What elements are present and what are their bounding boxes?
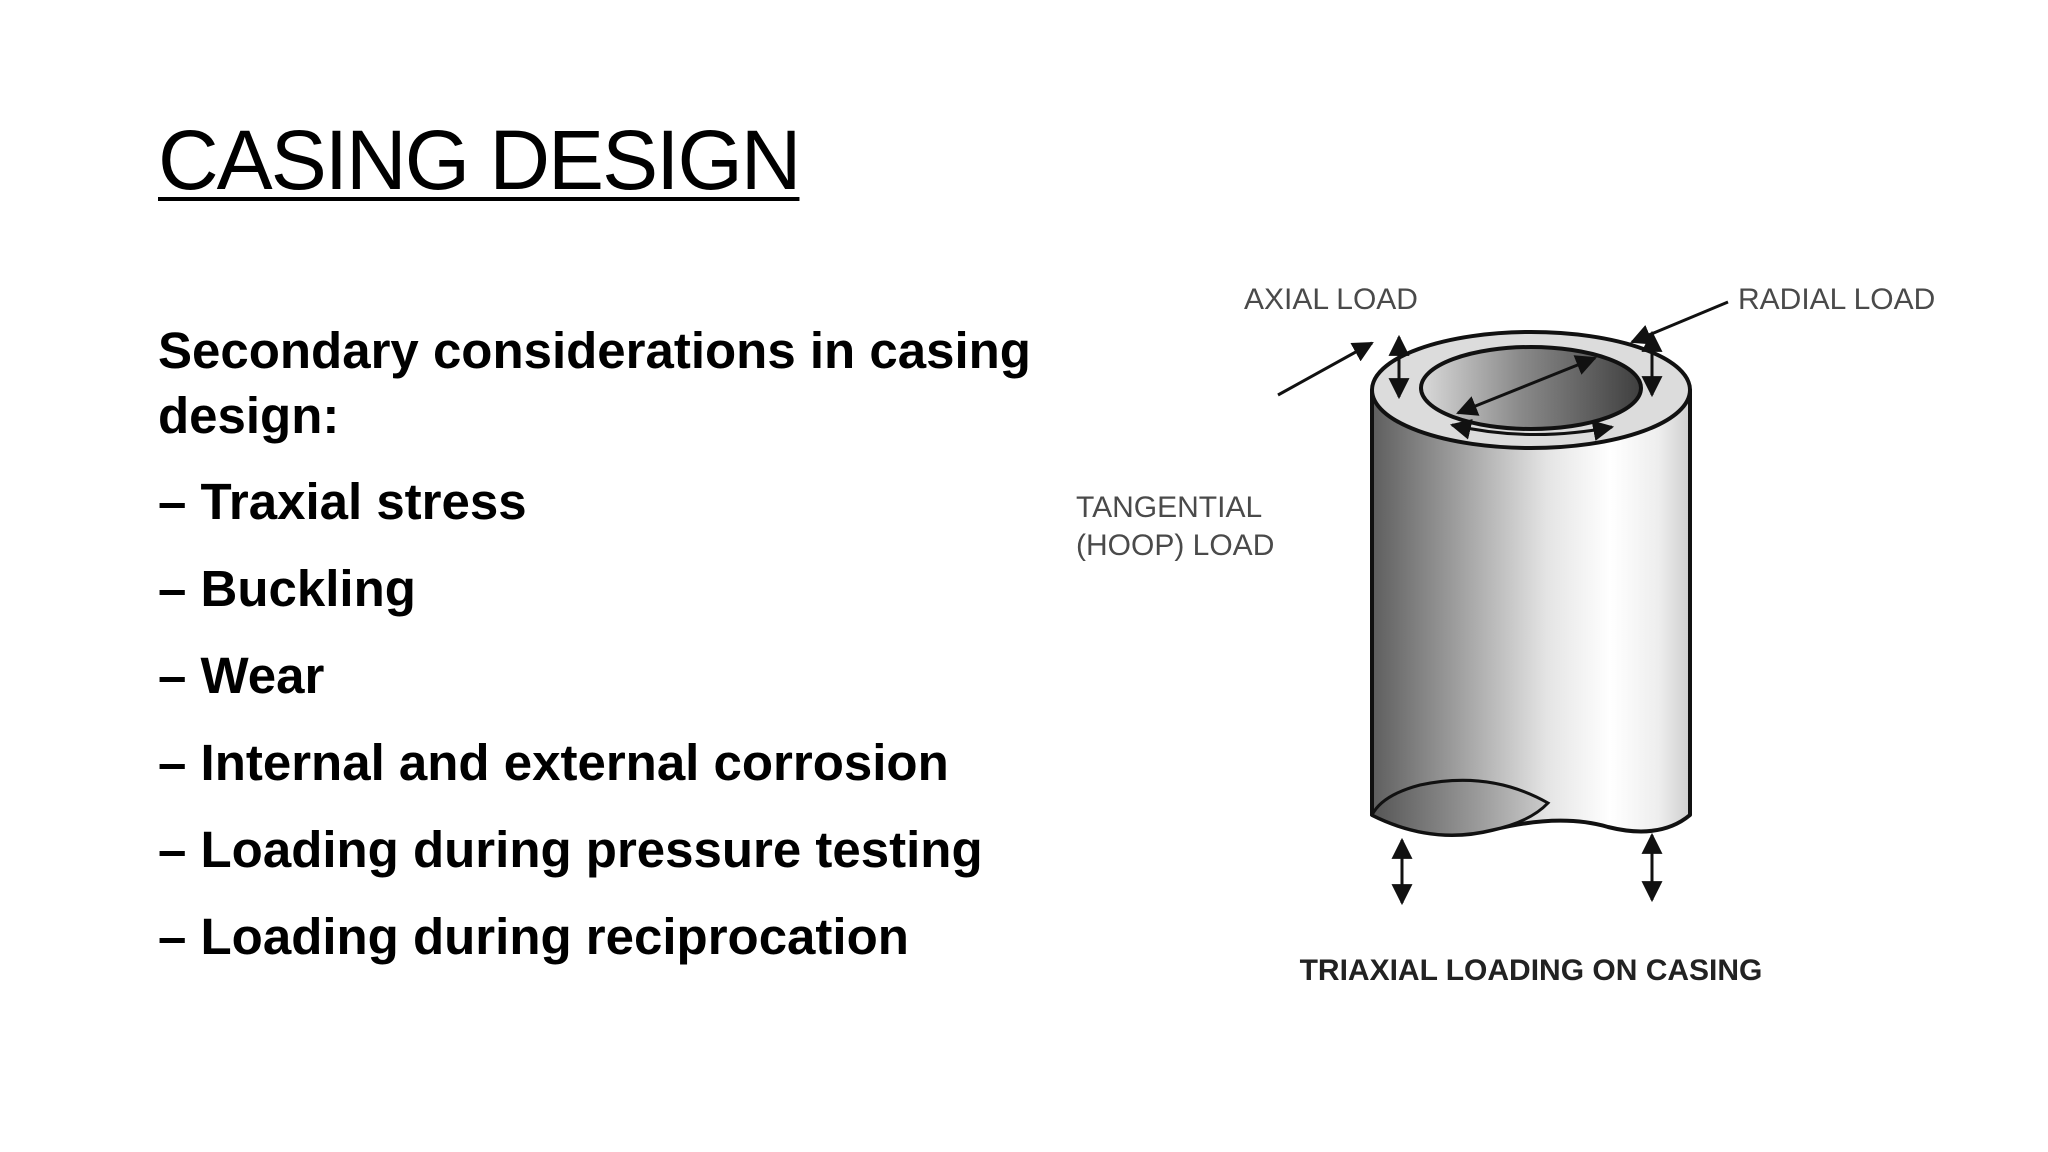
list-item-buckling: – Buckling xyxy=(158,559,416,617)
tangential-load-label-line1: TANGENTIAL xyxy=(1076,491,1262,524)
axial-load-label: AXIAL LOAD xyxy=(1244,283,1418,316)
list-item-corrosion: – Internal and external corrosion xyxy=(158,733,949,791)
casing-diagram-svg: AXIAL LOAD RADIAL LOAD TANGENTIAL (HOOP)… xyxy=(1076,283,1935,987)
list-item-wear: – Wear xyxy=(158,646,325,704)
slide-content: Secondary considerations in casing desig… xyxy=(158,318,1038,991)
considerations-list: – Traxial stress – Buckling – Wear – Int… xyxy=(158,469,1038,991)
list-item-reciprocation: – Loading during reciprocation xyxy=(158,907,909,965)
pipe-body xyxy=(1369,330,1692,837)
tangential-load-label-line2: (HOOP) LOAD xyxy=(1076,529,1274,562)
radial-load-label: RADIAL LOAD xyxy=(1738,283,1935,316)
load-arrows xyxy=(1277,300,1729,906)
casing-diagram: AXIAL LOAD RADIAL LOAD TANGENTIAL (HOOP)… xyxy=(1060,265,1960,1005)
list-item-traxial-stress: – Traxial stress xyxy=(158,472,527,530)
intro-text: Secondary considerations in casing desig… xyxy=(158,322,1031,445)
diagram-caption: TRIAXIAL LOADING ON CASING xyxy=(1300,954,1763,987)
list-item-pressure-testing: – Loading during pressure testing xyxy=(158,820,983,878)
slide-title: CASING DESIGN xyxy=(158,113,801,207)
